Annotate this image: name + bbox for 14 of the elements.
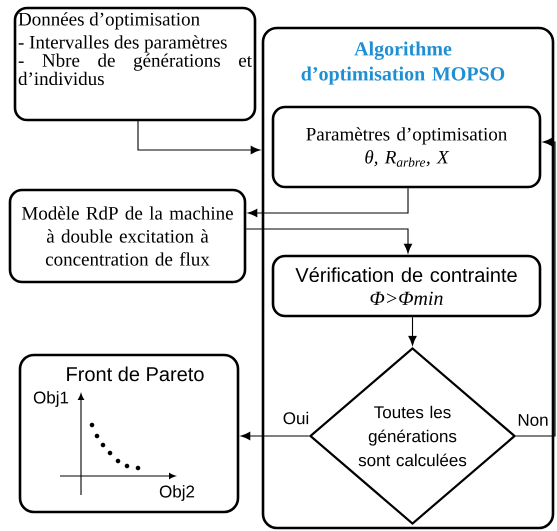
- axis-label: Obj2: [160, 485, 194, 501]
- arrow: [137, 120, 260, 154]
- process-box: Vérification de contrainte Φ>Φmin: [272, 254, 542, 318]
- data-box: Données d’optimisation - Intervalles des paramètres - Nbre de générations et d’individus: [14, 6, 256, 122]
- arrow: [240, 432, 309, 440]
- arrow: [408, 317, 417, 346]
- arrow: [248, 188, 409, 218]
- edge-label: Non: [516, 413, 550, 427]
- process-box: Paramètres d’optimisation θ, R$_{arbre}$, X: [272, 106, 542, 188]
- arrow: [246, 228, 412, 254]
- arrow: [516, 138, 556, 437]
- axis-label: Obj1: [34, 391, 68, 407]
- edge-label: Oui: [282, 410, 310, 426]
- model-box: Modèle RdP de la machine à double excitation à concentration de flux: [8, 188, 246, 284]
